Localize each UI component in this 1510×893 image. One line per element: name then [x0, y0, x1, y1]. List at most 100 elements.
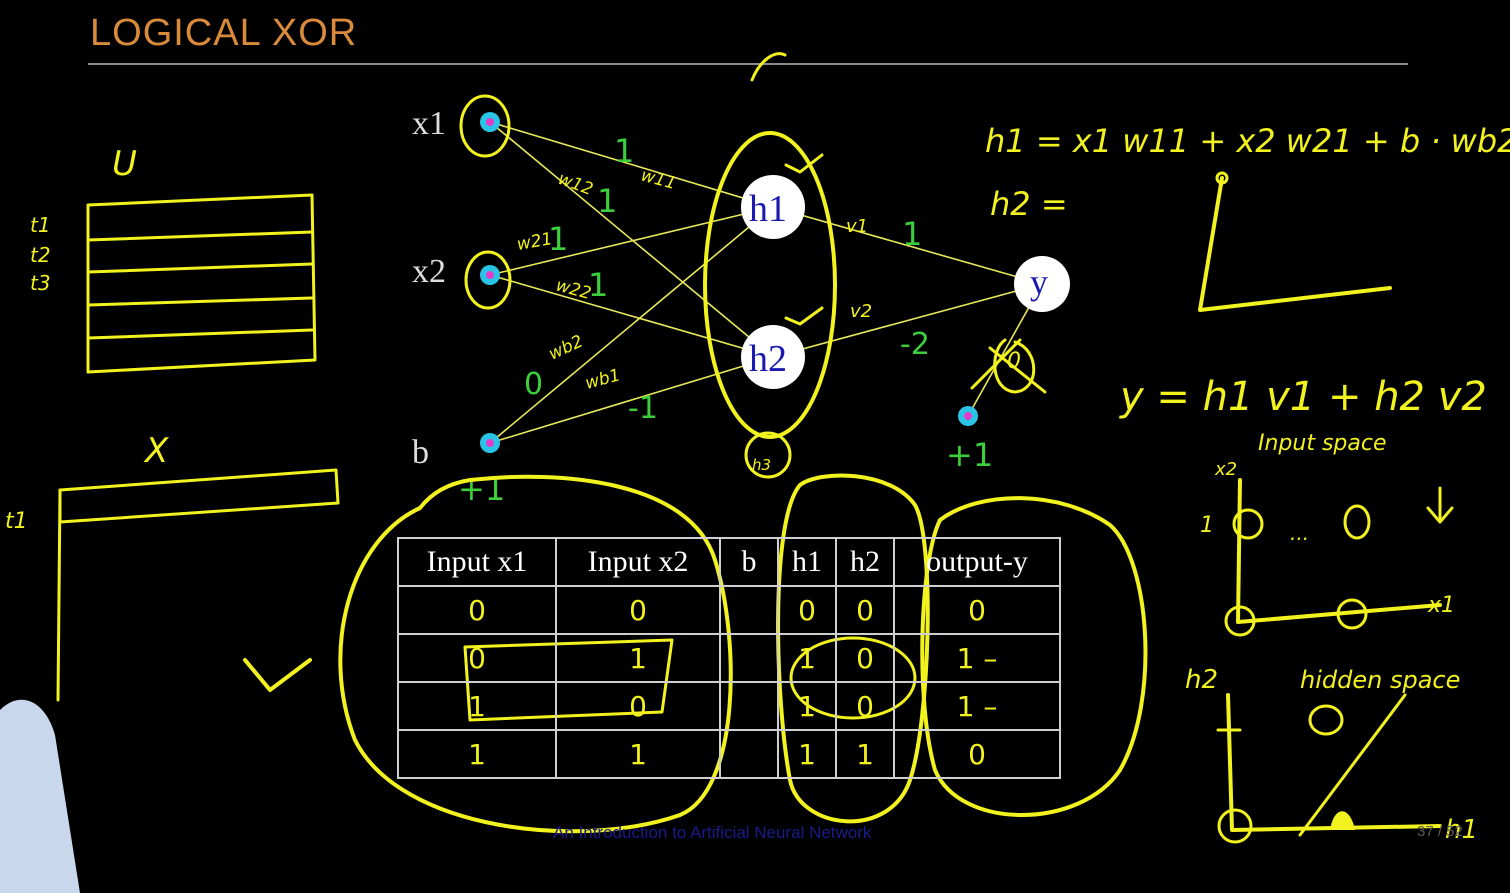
hidden-node-h2-label: h2 [749, 338, 787, 380]
input-point-0-1 [1232, 508, 1264, 540]
hidden-point-1-0 [1330, 811, 1355, 830]
table-cell [719, 681, 779, 731]
input-point-0-0 [1224, 605, 1256, 637]
table-cell: 1 [397, 729, 557, 779]
ink-axis-sketch [1198, 176, 1392, 312]
edge-b-h1 [489, 206, 774, 444]
hidden-node-h2 [741, 325, 805, 389]
input-node-x1 [480, 112, 500, 132]
label-b: b [412, 434, 429, 471]
col-header-h2: h2 [835, 537, 895, 587]
input-space-one: 1 [1200, 513, 1214, 538]
network-edges [489, 121, 1043, 444]
hidden-point-0-0 [1217, 808, 1253, 844]
table-cell [719, 729, 779, 779]
annot-w12: w12 [555, 169, 595, 200]
annot-h3: h3 [752, 456, 771, 474]
edge-x2-h1 [489, 206, 774, 276]
equation-y: y = h1 v1 + h2 v2 [1119, 374, 1487, 420]
annot-u-label: U [112, 144, 137, 184]
table-cell [719, 633, 779, 683]
ink-circle-h3 [744, 431, 792, 479]
weight-x1-h2: 1 [597, 182, 617, 220]
col-header-input-x2: Input x2 [555, 537, 721, 587]
table-cell: 1 – [893, 681, 1061, 731]
weight-b-h2: -1 [628, 391, 658, 426]
ink-circle-x2 [464, 250, 512, 310]
edge-x1-h2 [489, 121, 774, 358]
ink-hidden-separator [1298, 693, 1407, 837]
table-cell: 0 [893, 585, 1061, 635]
ink-matrix-x [58, 468, 340, 524]
table-header-row: Input x1 Input x2 b h1 h2 output-y [397, 537, 1061, 587]
annot-wb1: wb1 [583, 365, 622, 394]
table-cell: 1 – [893, 633, 1061, 683]
annot-t2: t2 [30, 243, 51, 267]
weight-x2-h1: 1 [548, 220, 568, 258]
col-header-input-x1: Input x1 [397, 537, 557, 587]
table-cell [719, 585, 779, 635]
hidden-node-h1-label: h1 [749, 188, 787, 230]
input-point-1-1 [1343, 504, 1371, 540]
xor-truth-table: Input x1 Input x2 b h1 h2 output-y 0 0 0… [397, 537, 1061, 779]
presenter-shoulder [0, 699, 80, 893]
table-cell: 1 [555, 729, 721, 779]
input-node-x2 [480, 265, 500, 285]
bias-node-hidden [958, 406, 978, 426]
label-x2: x2 [412, 253, 446, 290]
weight-b-h1: 0 [524, 367, 543, 402]
annot-t1-row: t1 [5, 509, 28, 534]
table-cell: 1 [777, 633, 837, 683]
annot-v2: v2 [850, 301, 872, 322]
output-node-label: y [1030, 262, 1048, 302]
table-cell: 0 [835, 633, 895, 683]
ink-matrix-u [86, 193, 317, 374]
ink-check-table [243, 658, 312, 692]
annot-wb2: wb2 [546, 331, 587, 364]
input-space-x2-axis: x2 [1214, 459, 1237, 480]
weight-h1-y: 1 [902, 215, 922, 253]
edge-h2-y [772, 283, 1043, 358]
ink-check-h1 [784, 153, 824, 174]
hidden-space-title: hidden space [1300, 666, 1460, 694]
annot-t1: t1 [30, 213, 51, 237]
table-cell: 0 [835, 681, 895, 731]
input-space-x1-axis: x1 [1427, 593, 1455, 618]
table-cell: 0 [555, 681, 721, 731]
ink-circle-x1 [459, 94, 511, 158]
table-cell: 1 [397, 681, 557, 731]
table-row: 0 1 1 0 1 – [397, 633, 1061, 683]
hidden-space-h2-axis: h2 [1185, 665, 1218, 695]
hidden-point-0-1 [1308, 704, 1344, 736]
weight-x2-h2: 1 [588, 266, 608, 304]
label-x1: x1 [412, 105, 446, 142]
title-divider [88, 63, 1408, 65]
ink-stroke-top [750, 52, 787, 82]
bias-hidden-label: +1 [946, 436, 993, 474]
annot-x-label: X [143, 431, 169, 471]
edge-x1-h1 [489, 121, 774, 208]
edge-x2-h2 [489, 274, 774, 358]
input-space-dots: ... [1290, 521, 1309, 545]
table-cell: 0 [777, 585, 837, 635]
table-cell: 0 [893, 729, 1061, 779]
slide-footer: An Introduction to Artificial Neural Net… [553, 823, 872, 842]
annot-w11: w11 [639, 166, 679, 195]
table-cell: 1 [777, 681, 837, 731]
input-point-1-0 [1336, 598, 1368, 630]
ink-input-space-axes [1236, 478, 1442, 624]
table-cell: 1 [835, 729, 895, 779]
table-row: 1 1 1 1 0 [397, 729, 1061, 779]
ink-matrix-u-rows [86, 230, 314, 340]
col-header-output-y: output-y [893, 537, 1061, 587]
edge-h1-y [772, 206, 1043, 285]
ink-ellipse-hidden [703, 131, 837, 439]
equation-h2: h2 = [990, 185, 1068, 223]
ink-check-h2 [784, 306, 824, 326]
table-cell: 0 [555, 585, 721, 635]
table-row: 1 0 1 0 1 – [397, 681, 1061, 731]
table-cell: 1 [555, 633, 721, 683]
ink-group-inputs [338, 474, 733, 834]
